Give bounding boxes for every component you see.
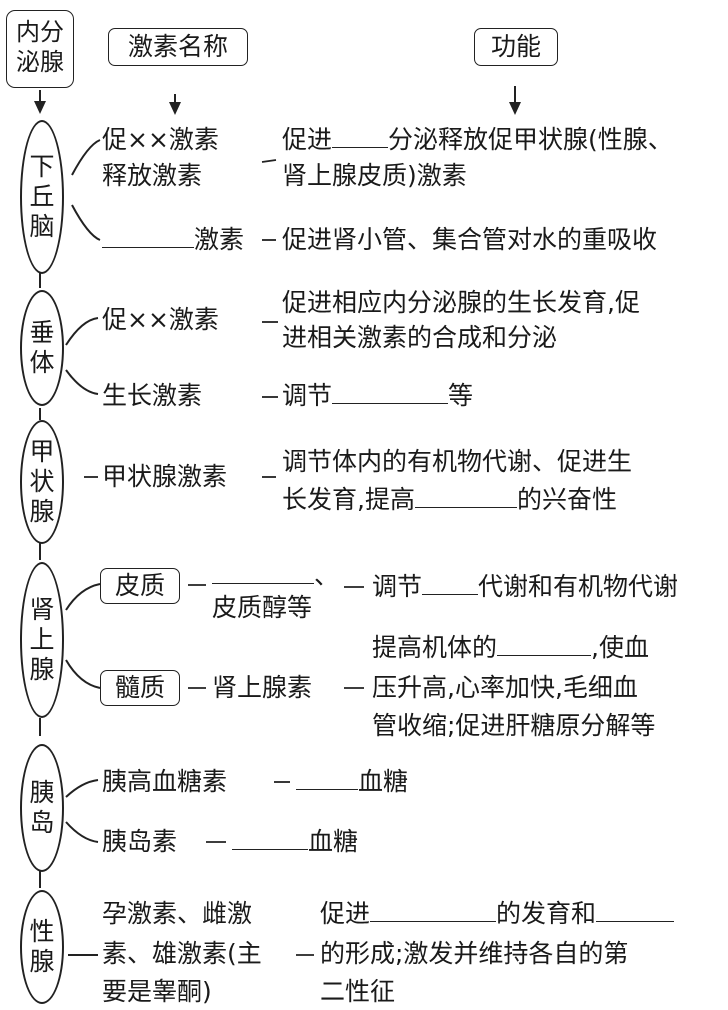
blank	[414, 485, 517, 508]
pituitary-hormone-1: 促××激素	[102, 305, 219, 334]
pituitary-function-2-suffix: 等	[448, 381, 474, 410]
hypothalamus-hormone-1-line2: 释放激素	[102, 161, 203, 190]
thyroid-hormone: 甲状腺激素	[102, 462, 228, 491]
pituitary-function-2: 调节 等	[282, 380, 473, 412]
hypothalamus-function-1-prefix: 促进	[282, 125, 333, 154]
gland-pancreatic-islet-char1: 胰	[29, 778, 55, 807]
adrenal-medulla-box: 髓质	[100, 670, 180, 706]
pancreas-function-2-suffix: 血糖	[308, 827, 359, 856]
adrenal-medulla-function-line3: 管收缩;促进肝糖原分解等	[372, 711, 656, 740]
hypothalamus-hormone-2-suffix: 激素	[194, 225, 245, 254]
gonad-function-line1: 促进 的发育和	[320, 898, 675, 930]
gonad-function-mid: 的发育和	[496, 899, 597, 928]
blank	[332, 125, 389, 148]
gonad-function-line3: 二性征	[320, 977, 396, 1006]
gland-adrenal-char1: 肾	[29, 595, 55, 624]
thyroid-function-line1: 调节体内的有机物代谢、促进生	[282, 447, 633, 476]
gland-hypothalamus-char3: 脑	[29, 212, 55, 241]
gland-hypothalamus-char1: 下	[29, 152, 55, 181]
pituitary-hormone-2: 生长激素	[102, 381, 203, 410]
blank	[296, 767, 358, 790]
adrenal-cortex-function-prefix: 调节	[372, 572, 423, 601]
header-hormone-name: 激素名称	[127, 32, 228, 61]
header-function-box: 功能	[474, 28, 558, 66]
adrenal-medulla-hormone: 肾上腺素	[212, 673, 313, 702]
gland-hypothalamus: 下 丘 脑	[20, 120, 64, 274]
gland-thyroid-char2: 状	[29, 467, 55, 496]
pituitary-function-1-line1: 促进相应内分泌腺的生长发育,促	[282, 288, 640, 317]
gland-thyroid: 甲 状 腺	[20, 420, 64, 544]
adrenal-cortex-function-suffix: 代谢和有机物代谢	[478, 572, 679, 601]
header-gland-line1: 内分	[16, 18, 64, 46]
adrenal-cortex-hormone-line2: 皮质醇等	[212, 593, 313, 622]
adrenal-cortex-hormone-comma: 、	[314, 561, 340, 590]
header-gland-box: 内分 泌腺	[6, 10, 74, 88]
gland-gonad-char2: 腺	[29, 947, 55, 976]
adrenal-cortex-box: 皮质	[100, 568, 180, 604]
gonad-function-prefix: 促进	[320, 899, 371, 928]
pancreas-function-1-suffix: 血糖	[358, 767, 409, 796]
blank	[596, 899, 675, 922]
gland-pituitary-char2: 体	[29, 348, 55, 377]
blank	[232, 827, 308, 850]
blank	[332, 381, 449, 404]
thyroid-function-prefix: 长发育,提高	[282, 485, 415, 514]
hypothalamus-function-1-line2: 肾上腺皮质)激素	[282, 161, 467, 190]
adrenal-medulla-function-line2: 压升高,心率加快,毛细血	[372, 673, 638, 702]
gland-adrenal-char2: 上	[29, 625, 55, 654]
header-gland-line2: 泌腺	[16, 48, 64, 76]
pancreas-hormone-2: 胰岛素	[102, 827, 178, 856]
pancreas-hormone-1: 胰高血糖素	[102, 767, 228, 796]
blank	[370, 899, 497, 922]
pancreas-function-2: 血糖	[232, 826, 358, 858]
adrenal-cortex-function: 调节 代谢和有机物代谢	[372, 571, 678, 603]
gland-gonad-char1: 性	[29, 917, 55, 946]
thyroid-function-line2: 长发育,提高 的兴奋性	[282, 484, 617, 516]
gland-pancreatic-islet-char2: 岛	[29, 808, 55, 837]
pituitary-function-1-line2: 进相关激素的合成和分泌	[282, 323, 558, 352]
gland-thyroid-char3: 腺	[29, 497, 55, 526]
adrenal-medulla-function-prefix: 提高机体的	[372, 633, 498, 662]
gonad-function-line2: 的形成;激发并维持各自的第	[320, 939, 629, 968]
hypothalamus-function-1-suffix: 分泌释放促甲状腺(性腺、	[388, 125, 673, 154]
gland-adrenal-char3: 腺	[29, 655, 55, 684]
gonad-hormone-line1: 孕激素、雌激	[102, 899, 253, 928]
hypothalamus-function-2: 促进肾小管、集合管对水的重吸收	[282, 225, 658, 254]
pituitary-function-2-prefix: 调节	[282, 381, 333, 410]
hypothalamus-hormone-1-line1: 促××激素	[102, 125, 219, 154]
adrenal-cortex-label: 皮质	[114, 571, 165, 600]
adrenal-medulla-function-line1: 提高机体的 ,使血	[372, 632, 649, 664]
gland-adrenal: 肾 上 腺	[20, 562, 64, 718]
gland-hypothalamus-char2: 丘	[29, 182, 55, 211]
hypothalamus-function-1-line1: 促进 分泌释放促甲状腺(性腺、	[282, 124, 673, 156]
blank	[212, 561, 314, 584]
blank	[422, 572, 479, 595]
hypothalamus-hormone-2: 激素	[102, 224, 244, 256]
blank	[497, 633, 592, 656]
header-hormone-name-box: 激素名称	[108, 28, 248, 66]
gonad-hormone-line2: 素、雄激素(主	[102, 939, 262, 968]
header-function: 功能	[490, 32, 541, 61]
adrenal-medulla-function-suffix: ,使血	[591, 633, 649, 662]
adrenal-medulla-label: 髓质	[114, 673, 165, 702]
gland-pancreatic-islet: 胰 岛	[20, 744, 64, 872]
gonad-hormone-line3: 要是睾酮)	[102, 977, 212, 1006]
blank	[102, 225, 194, 248]
gland-pituitary: 垂 体	[20, 290, 64, 406]
gland-thyroid-char1: 甲	[29, 437, 55, 466]
pancreas-function-1: 血糖	[296, 766, 408, 798]
adrenal-cortex-hormone-line1: 、	[212, 560, 339, 592]
gland-pituitary-char1: 垂	[29, 318, 55, 347]
thyroid-function-suffix: 的兴奋性	[516, 485, 617, 514]
gland-gonad: 性 腺	[20, 890, 64, 1004]
